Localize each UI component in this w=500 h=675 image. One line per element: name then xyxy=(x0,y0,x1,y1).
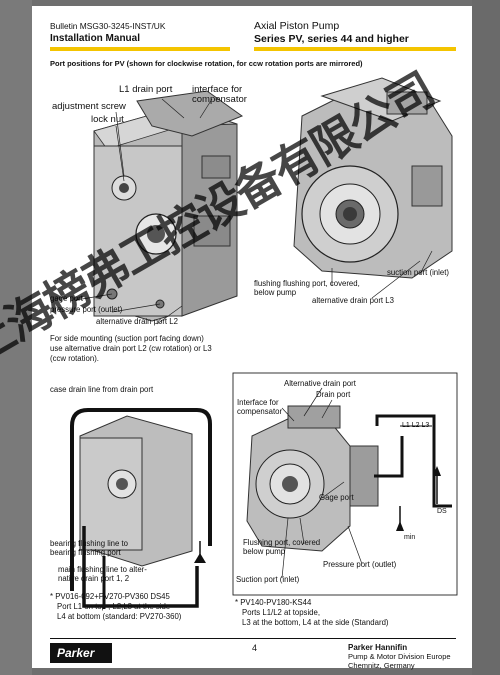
side-mount-note-3: (ccw rotation). xyxy=(50,354,99,363)
figure3-frame xyxy=(232,372,458,596)
label-l1-drain: L1 drain port xyxy=(119,84,173,95)
series-title: Series PV, series 44 and higher xyxy=(254,33,409,45)
parker-logo-text: Parker xyxy=(57,646,95,660)
label-alt-drain-l3: alternative drain port L3 xyxy=(312,296,394,305)
label-main-flush-1: main flushing line to alter- xyxy=(58,565,147,574)
label-lock-nut: lock nut xyxy=(91,114,124,125)
label-interface-2: compensator xyxy=(192,94,247,105)
label-adjust-screw: adjustment screw xyxy=(52,101,126,112)
label-interface-box-2: compensator xyxy=(237,407,283,416)
label-bearing-2: bearing flushing port xyxy=(50,548,121,557)
label-case-drain: case drain line from drain port xyxy=(50,385,154,394)
page-number: 4 xyxy=(252,643,258,653)
footer-city: Chemnitz, Germany xyxy=(348,661,415,670)
leader-lines-top xyxy=(75,98,433,325)
label-gage-box: Gage port xyxy=(319,493,354,502)
label-interface-box-1: Interface for xyxy=(237,398,279,407)
label-alt-drain-l2: alternative drain port L2 xyxy=(96,317,178,326)
label-pressure-port: pressure port (outlet) xyxy=(50,305,123,314)
pump-drawing-left xyxy=(93,90,244,322)
note-left-3: L4 at bottom (standard: PV270-360) xyxy=(57,612,182,621)
footer-rule xyxy=(50,638,456,639)
leader-lines-box xyxy=(281,387,363,579)
scan-left-edge xyxy=(0,0,32,675)
label-ds: DS xyxy=(437,508,447,515)
label-min: min xyxy=(404,534,416,541)
label-interface-1: interface for xyxy=(192,84,243,95)
pump-drawing-right xyxy=(293,77,453,279)
bulletin-number: Bulletin MSG30-3245-INST/UK xyxy=(50,21,166,31)
manual-title: Installation Manual xyxy=(50,33,141,44)
label-pressure-box: Pressure port (outlet) xyxy=(323,560,397,569)
footer-division: Pump & Motor Division Europe xyxy=(348,652,451,661)
manual-page: Bulletin MSG30-3245-INST/UK Installation… xyxy=(32,6,472,670)
label-gage-port: gage port xyxy=(50,294,83,303)
header-bar-left xyxy=(50,47,230,51)
section-title: Port positions for PV (shown for clockwi… xyxy=(50,59,363,68)
label-alt-drain-box: Alternative drain port xyxy=(284,379,356,388)
product-title: Axial Piston Pump xyxy=(254,20,340,32)
label-flushing-2: below pump xyxy=(254,288,297,297)
footer-company: Parker Hannifin xyxy=(348,643,408,652)
note-right-1: * PV140-PV180-KS44 xyxy=(235,598,312,607)
note-right-3: L3 at the bottom, L4 at the side (Standa… xyxy=(242,618,389,627)
label-suction-box: Suction port (inlet) xyxy=(236,575,300,584)
side-mount-note-1: For side mounting (suction port facing d… xyxy=(50,334,204,343)
drain-line-drawing xyxy=(70,408,212,609)
note-left-1: * PV016-092+PV270-PV360 DS45 xyxy=(50,592,170,601)
note-left-2: Port L1 on top ; L2,L3 at the side xyxy=(57,602,171,611)
label-ports-l: L1 L2 L3 xyxy=(402,422,430,429)
label-bearing-1: bearing flushing line to xyxy=(50,539,129,548)
side-mount-note-2: use alternative drain port L2 (cw rotati… xyxy=(50,344,212,353)
label-drain-port-box: Drain port xyxy=(316,390,351,399)
scan-right-edge xyxy=(472,0,500,675)
pump-drawing-ks44 xyxy=(246,405,452,552)
figure-drawings xyxy=(70,77,458,609)
header-bar-right xyxy=(254,47,456,51)
parker-logo: Parker xyxy=(50,643,112,663)
label-suction-port: suction port (inlet) xyxy=(387,268,449,277)
label-flushing-box-1: Flushing port, covered xyxy=(243,538,321,547)
label-flushing-1: flushing flushing port, covered, xyxy=(254,279,360,288)
note-right-2: Ports L1/L2 at topside, xyxy=(242,608,321,617)
label-flushing-box-2: below pump xyxy=(243,547,286,556)
label-main-flush-2: native drain port 1, 2 xyxy=(58,574,130,583)
